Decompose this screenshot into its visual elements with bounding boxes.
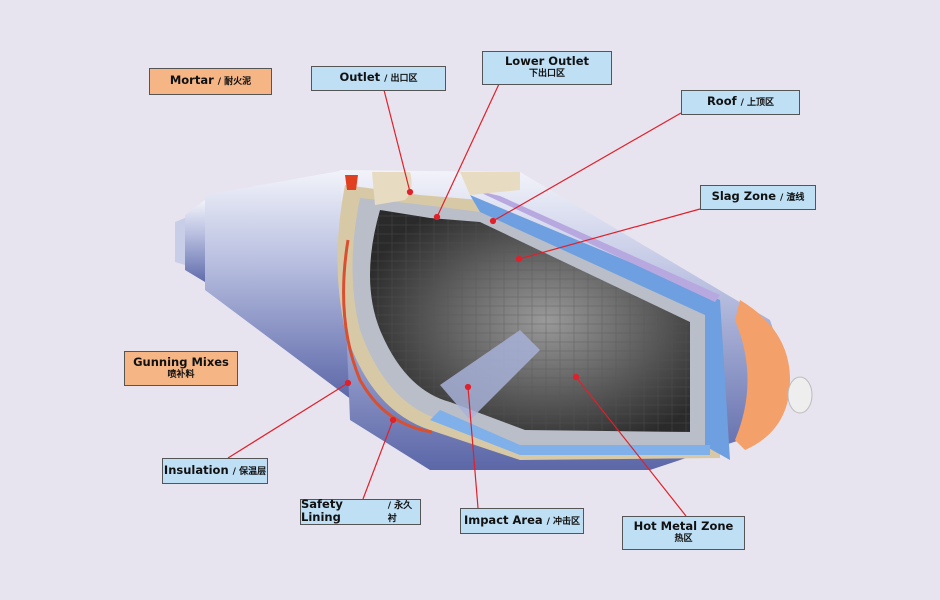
label-en: Roof [706, 94, 737, 108]
label-zh: / 出口区 [384, 74, 418, 84]
label-en: Mortar [169, 73, 214, 87]
label-en: Hot Metal Zone [633, 519, 734, 533]
label-insulation: Insulation/ 保温层 [162, 458, 268, 484]
label-zh: / 保温层 [232, 466, 267, 477]
label-zh: 喷补料 [167, 369, 195, 380]
label-zh: / 耐火泥 [217, 77, 252, 87]
label-zh: / 永久衬 [387, 501, 413, 524]
label-zh: / 上顶区 [740, 98, 775, 108]
label-outlet: Outlet/ 出口区 [311, 66, 446, 91]
label-en: Outlet [339, 70, 381, 84]
label-roof: Roof/ 上顶区 [681, 90, 800, 115]
refractory-lining [337, 172, 730, 460]
label-slag-zone: Slag Zone/ 渣线 [700, 185, 816, 210]
label-zh: / 冲击区 [546, 516, 581, 527]
label-zh: 热区 [674, 534, 693, 544]
label-mortar: Mortar/ 耐火泥 [149, 68, 272, 95]
label-en: Lower Outlet [504, 54, 590, 68]
label-impact-area: Impact Area/ 冲击区 [460, 508, 584, 534]
label-safety-lining: Safety Lining / 永久衬 [300, 497, 421, 525]
label-en: Safety Lining [301, 497, 343, 524]
label-zh: 下出口区 [528, 69, 565, 79]
label-en: Insulation [163, 462, 229, 477]
label-en: Impact Area [463, 512, 543, 527]
label-en: Slag Zone [711, 189, 777, 203]
label-zh: / 渣线 [780, 193, 805, 203]
label-en: Gunning Mixes [133, 354, 229, 369]
leader-lines [227, 83, 701, 517]
